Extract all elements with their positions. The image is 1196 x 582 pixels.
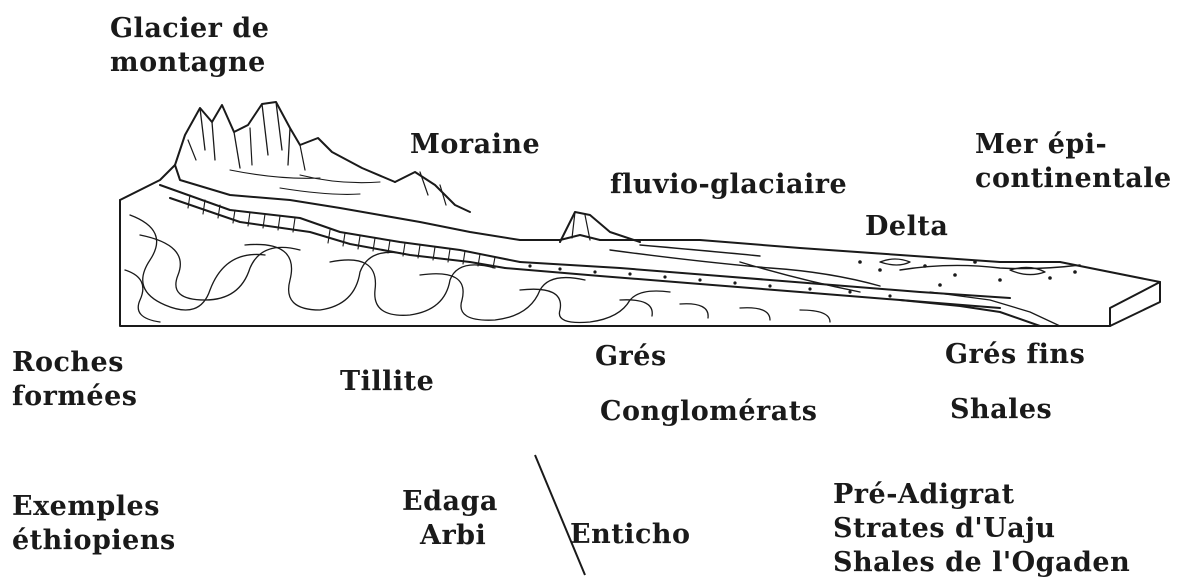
label-fluvio-glaciaire: fluvio-glaciaire xyxy=(610,168,847,202)
label-conglomerats: Conglomérats xyxy=(600,395,817,429)
label-exemples-ethiopiens: Exemples éthiopiens xyxy=(12,490,176,558)
label-roches-formees: Roches formées xyxy=(12,346,137,414)
label-gres-fins: Grés fins xyxy=(945,338,1085,372)
label-moraine: Moraine xyxy=(410,128,540,162)
label-delta: Delta xyxy=(865,210,948,244)
mountain-peaks xyxy=(175,102,395,182)
label-gres: Grés xyxy=(595,340,667,374)
folded-basement xyxy=(125,215,830,323)
tillite-bed xyxy=(160,185,520,262)
separator-line xyxy=(530,450,590,580)
label-edaga-arbi: Edaga Arbi xyxy=(402,485,498,553)
block-right-end xyxy=(1110,282,1160,326)
label-glacier-de-montagne: Glacier de montagne xyxy=(110,12,269,80)
block-surface xyxy=(120,165,175,200)
label-tillite: Tillite xyxy=(340,365,434,399)
label-ethiopian-units: Pré-Adigrat Strates d'Uaju Shales de l'O… xyxy=(833,478,1130,580)
label-shales: Shales xyxy=(950,393,1052,427)
label-enticho: Enticho xyxy=(570,518,691,552)
glacier-tongue xyxy=(175,165,600,240)
shale-wedge xyxy=(900,300,1040,326)
label-mer-epicontinentale: Mer épi- continentale xyxy=(975,128,1172,196)
